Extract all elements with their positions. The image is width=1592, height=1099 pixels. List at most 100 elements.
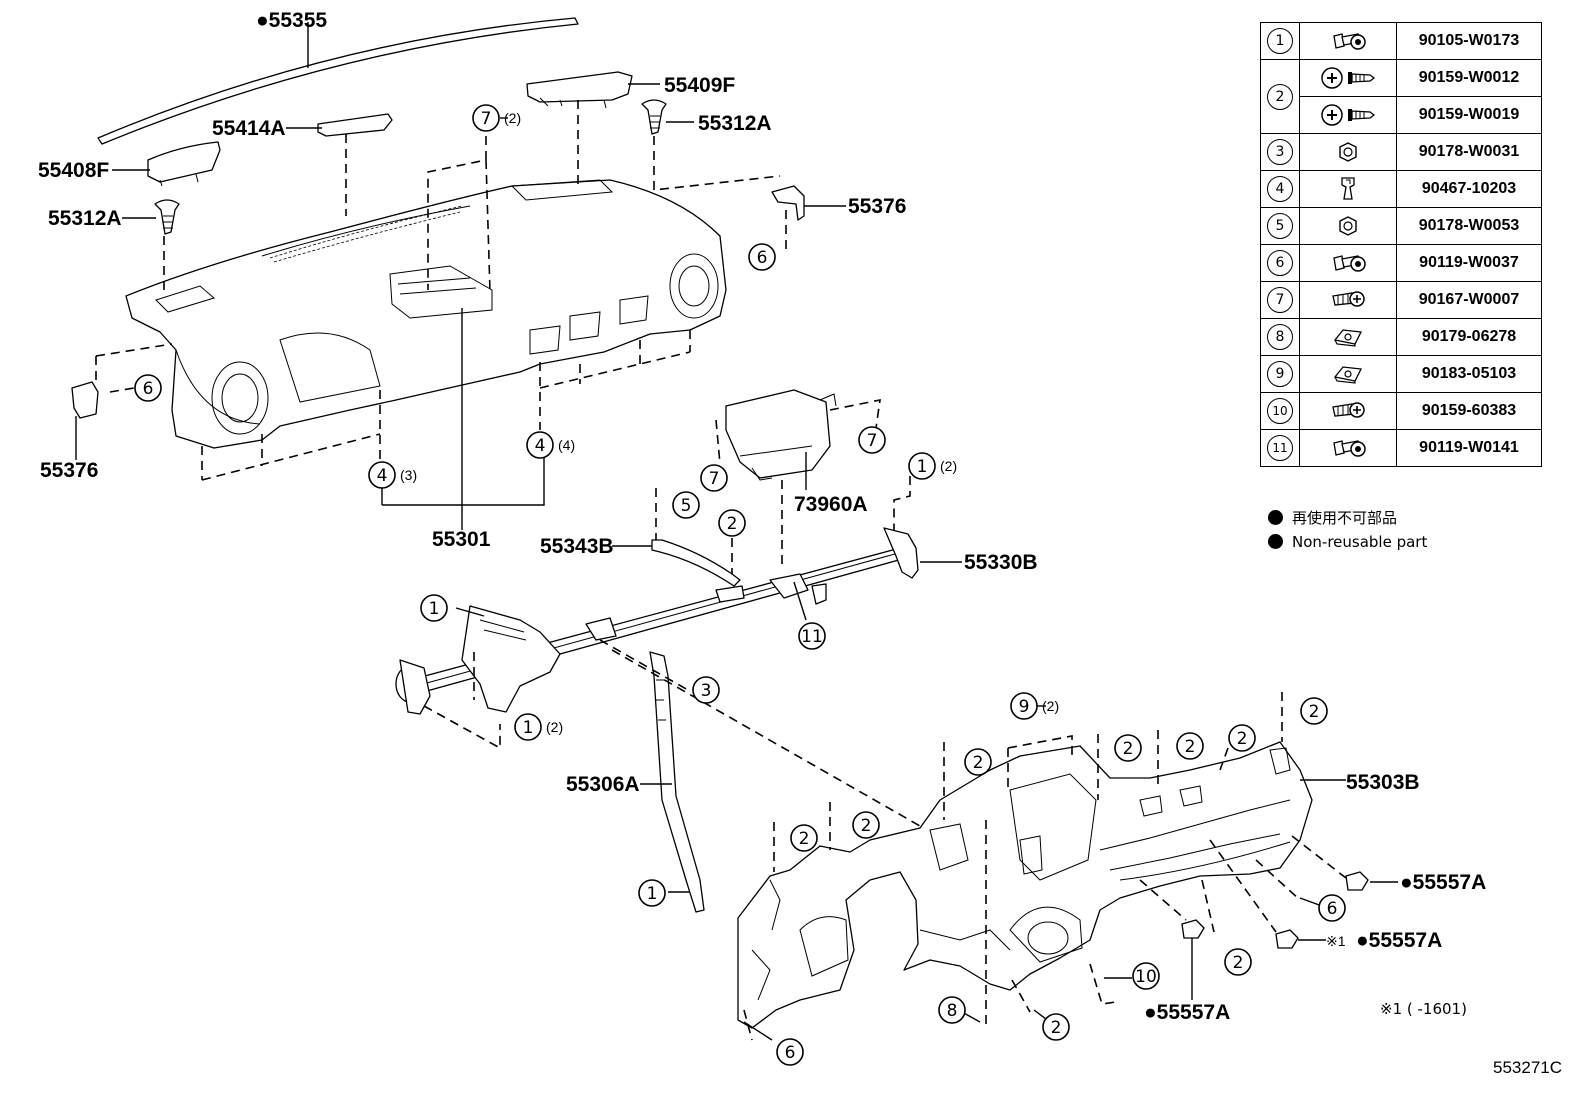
figure-code: 553271C — [1493, 1058, 1563, 1077]
part-number: 90119-W0141 — [1396, 429, 1542, 467]
parts-table-row: 3 90178-W0031 — [1260, 133, 1542, 171]
callout-number: 6 — [143, 379, 154, 399]
callout-1-c1c: 1 (2) — [514, 713, 563, 741]
callout-2-c2b: 2 — [964, 748, 992, 776]
part-number: 90159-W0012 — [1396, 59, 1542, 97]
callout-number: 8 — [1267, 324, 1293, 350]
label-55408F: 55408F — [38, 159, 109, 182]
part-55557A-clips — [1181, 871, 1369, 949]
parts-table-no: 4 — [1260, 170, 1300, 208]
callout-circle — [852, 811, 880, 839]
screw-long-icon — [1299, 96, 1397, 134]
flange-bolt-icon — [1299, 244, 1397, 282]
callout-number: 2 — [727, 514, 738, 534]
callout-number: 2 — [1237, 729, 1248, 749]
label-55343B: 55343B — [540, 535, 614, 558]
part-number: 90105-W0173 — [1396, 22, 1542, 60]
parts-table-row: 11 90119-W0141 — [1260, 429, 1542, 467]
callout-circle — [1010, 692, 1038, 720]
callout-circle — [1176, 732, 1204, 760]
part-55409F-cover — [526, 71, 633, 109]
callout-7-c7a: 7(2) — [472, 104, 521, 132]
callout-circle — [672, 491, 700, 519]
callout-4-c4a: 4(4) — [526, 431, 575, 459]
label-73960A: 73960A — [794, 493, 868, 516]
callout-circle — [368, 461, 396, 489]
callout-number: 4 — [377, 466, 388, 486]
callout-number: 1 — [429, 599, 440, 619]
part-55355-strip — [97, 17, 579, 145]
callout-2-c2i: 2 — [1224, 948, 1252, 976]
callout-number: 11 — [1267, 435, 1293, 461]
callout-2-c2a: 2 — [718, 509, 746, 537]
part-labels: ●55355 55409F 55408F 55312A 55414A 55312… — [38, 9, 1486, 1024]
callout-number: 2 — [1233, 953, 1244, 973]
callout-circle — [748, 243, 776, 271]
callout-number: 7 — [481, 109, 492, 129]
label-55355: ●55355 — [256, 9, 327, 32]
part-55312A-clip-left — [154, 199, 180, 235]
part-73960A-airbag — [725, 389, 837, 481]
callout-9-c9a: 9(2) — [1010, 692, 1059, 720]
callout-number: 8 — [947, 1001, 958, 1021]
parts-table-no: 9 — [1260, 355, 1300, 393]
callout-circle — [1042, 1013, 1070, 1041]
callout-number: 6 — [785, 1043, 796, 1063]
callout-circle — [938, 996, 966, 1024]
part-number: 90178-W0031 — [1396, 133, 1542, 171]
callout-number: 2 — [1185, 737, 1196, 757]
callout-circle — [776, 1038, 804, 1066]
callout-circle — [514, 713, 542, 741]
callout-circle — [964, 748, 992, 776]
callout-circle — [908, 452, 936, 480]
part-55376-bracket-right — [771, 185, 805, 221]
callout-6-c6b: 6 — [134, 374, 162, 402]
callout-number: 9 — [1019, 697, 1030, 717]
flange-bolt-icon — [1299, 429, 1397, 467]
callout-2-c2f: 2 — [1300, 697, 1328, 725]
callout-number: 1 — [917, 457, 928, 477]
parts-table-no: 5 — [1260, 207, 1300, 245]
callout-5-c5a: 5 — [672, 491, 700, 519]
label-55409F: 55409F — [664, 74, 735, 97]
callout-number: 1 — [523, 718, 534, 738]
parts-table-row: 8 90179-06278 — [1260, 318, 1542, 356]
part-55376-bracket-left — [71, 381, 99, 419]
callout-number: 3 — [701, 681, 712, 701]
part-number: 90167-W0007 — [1396, 281, 1542, 319]
callout-number: 3 — [1267, 139, 1293, 165]
callout-circle — [420, 594, 448, 622]
callout-circle — [526, 431, 554, 459]
part-number: 90178-W0053 — [1396, 207, 1542, 245]
callout-2-c2d: 2 — [1176, 732, 1204, 760]
non-reusable-dot-icon — [1268, 510, 1283, 525]
legend: 再使用不可部品 Non-reusable part — [1268, 506, 1427, 554]
label-55557A-a: ●55557A — [1400, 871, 1486, 894]
label-55301: 55301 — [432, 528, 491, 551]
callout-number: 2 — [1051, 1018, 1062, 1038]
label-55303B: 55303B — [1346, 771, 1420, 794]
part-number: 90467-10203 — [1396, 170, 1542, 208]
clip-icon — [1299, 170, 1397, 208]
callout-number: 6 — [1327, 899, 1338, 919]
part-55312A-clip-right — [641, 99, 667, 135]
callout-circle — [790, 824, 818, 852]
footnote: ※1 ( -1601) — [1380, 1000, 1467, 1018]
nut-icon — [1299, 133, 1397, 171]
parts-table-no: 1 — [1260, 22, 1300, 60]
callout-1-c1b: 1 — [420, 594, 448, 622]
label-55312A-right: 55312A — [698, 112, 772, 135]
callout-quantity: (2) — [546, 719, 563, 735]
part-number: 90179-06278 — [1396, 318, 1542, 356]
legend-row-jp: 再使用不可部品 — [1268, 506, 1427, 530]
flange-bolt-icon — [1299, 22, 1397, 60]
label-55306A: 55306A — [566, 773, 640, 796]
callout-4-c4b: 4(3) — [368, 461, 417, 489]
part-55343B-brace — [651, 539, 741, 587]
callout-7-c7b: 7 — [858, 426, 886, 454]
callout-number: 2 — [1123, 739, 1134, 759]
